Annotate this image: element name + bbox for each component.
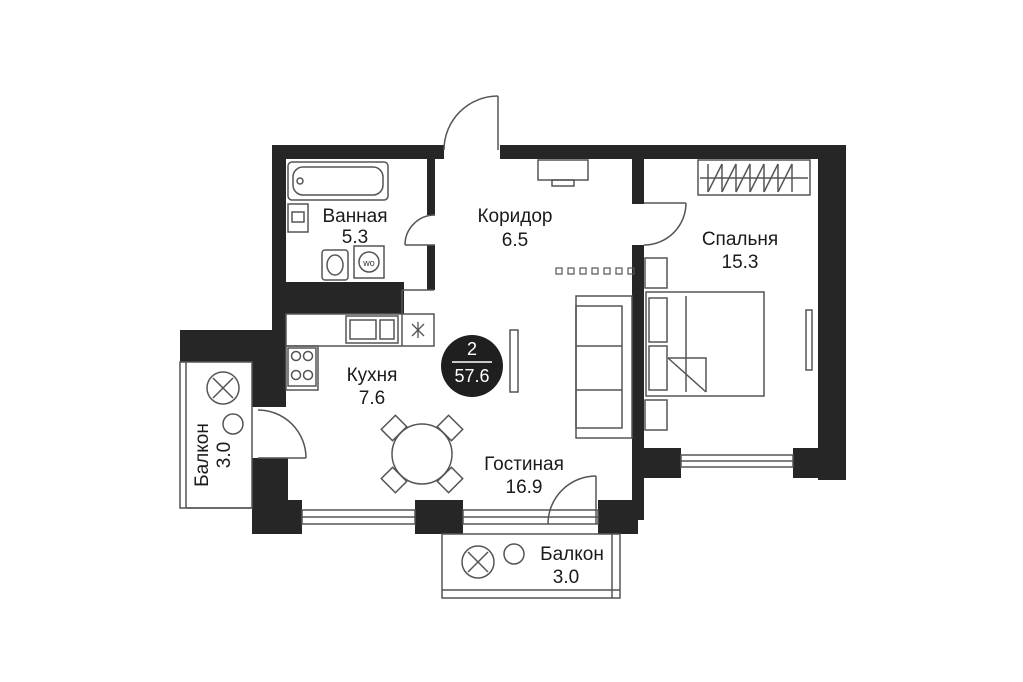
walls [180, 145, 846, 534]
kitchen-sink-icon [345, 315, 399, 344]
tv-icon [509, 329, 519, 393]
nightstands [644, 257, 668, 431]
bedroom-area: 15.3 [722, 252, 759, 273]
balcony-bottom-area: 3.0 [553, 567, 579, 588]
sofa-icon [575, 295, 633, 439]
balcony-left [179, 361, 253, 509]
balcony-left-label: Балкон 3.0 [192, 423, 235, 487]
toilet-icon [321, 249, 349, 281]
balcony-left-area: 3.0 [214, 442, 235, 468]
corridor-name: Коридор [477, 206, 552, 227]
kitchen-area: 7.6 [359, 388, 385, 409]
dining-table-icon [380, 414, 464, 494]
bathtub-icon [287, 161, 389, 201]
sink-icon [287, 203, 309, 233]
doors [257, 95, 687, 525]
corridor-area: 6.5 [502, 230, 528, 251]
balcony-left-name: Балкон [192, 423, 213, 487]
hood-icon [411, 322, 425, 338]
washer-label: wo [362, 258, 375, 268]
living-name: Гостиная [484, 454, 564, 475]
bed-icon [645, 291, 765, 397]
corridor-dotted-line [555, 267, 635, 275]
bathroom-area: 5.3 [342, 227, 368, 248]
bathroom-name: Ванная [322, 206, 387, 227]
wardrobe-hangers [700, 163, 808, 193]
thin-lines [285, 159, 813, 525]
area-badge: 2 57.6 [441, 335, 503, 397]
bedroom-name: Спальня [702, 229, 778, 250]
badge-area: 57.6 [454, 366, 489, 386]
balcony-bottom [441, 533, 621, 599]
balcony-bottom-name: Балкон [540, 544, 604, 565]
badge-rooms: 2 [467, 339, 477, 359]
stove-icon [287, 347, 317, 387]
kitchen-name: Кухня [347, 365, 398, 386]
washing-machine-icon: wo [353, 245, 385, 279]
living-area: 16.9 [506, 477, 543, 498]
